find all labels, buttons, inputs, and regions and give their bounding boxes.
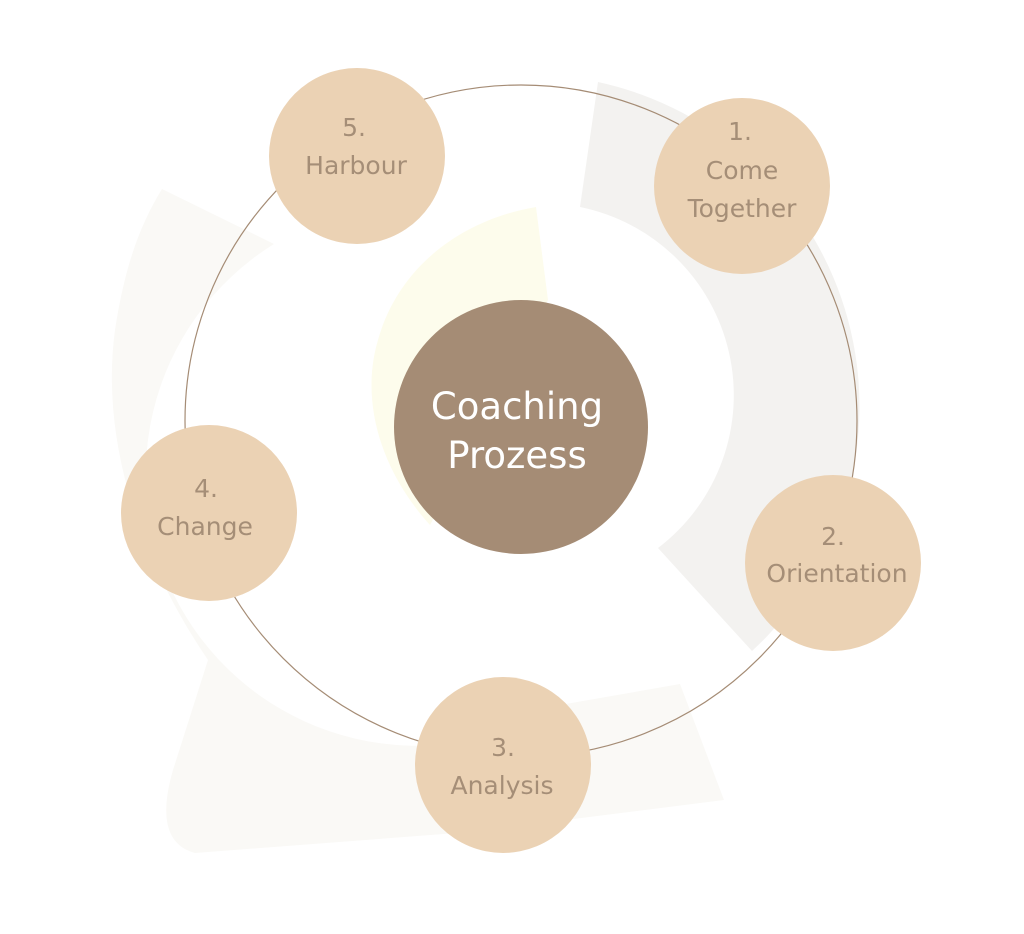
step-4-number: 4.: [194, 474, 218, 503]
step-3-number: 3.: [491, 733, 515, 762]
step-1-node: 1. Come Together: [654, 98, 830, 274]
step-1-number: 1.: [728, 117, 752, 146]
step-4-label: Change: [157, 512, 253, 541]
step-2-circle: [745, 475, 921, 651]
step-1-circle: [654, 98, 830, 274]
step-3-node: 3. Analysis: [415, 677, 591, 853]
step-1-label-line1: Come: [706, 156, 779, 185]
step-5-circle: [269, 68, 445, 244]
step-2-number: 2.: [821, 522, 845, 551]
center-title-line1: Coaching: [431, 385, 603, 428]
step-4-node: 4. Change: [121, 425, 297, 601]
center-node: Coaching Prozess: [394, 300, 648, 554]
step-2-node: 2. Orientation: [745, 475, 921, 651]
step-2-label: Orientation: [766, 559, 907, 588]
band-left-light: [111, 189, 724, 853]
step-5-node: 5. Harbour: [269, 68, 445, 244]
step-3-label: Analysis: [450, 771, 553, 800]
step-1-label-line2: Together: [687, 194, 798, 223]
step-3-circle: [415, 677, 591, 853]
step-4-circle: [121, 425, 297, 601]
step-5-number: 5.: [342, 113, 366, 142]
center-title-line2: Prozess: [447, 434, 586, 477]
step-5-label: Harbour: [305, 151, 407, 180]
center-circle: [394, 300, 648, 554]
